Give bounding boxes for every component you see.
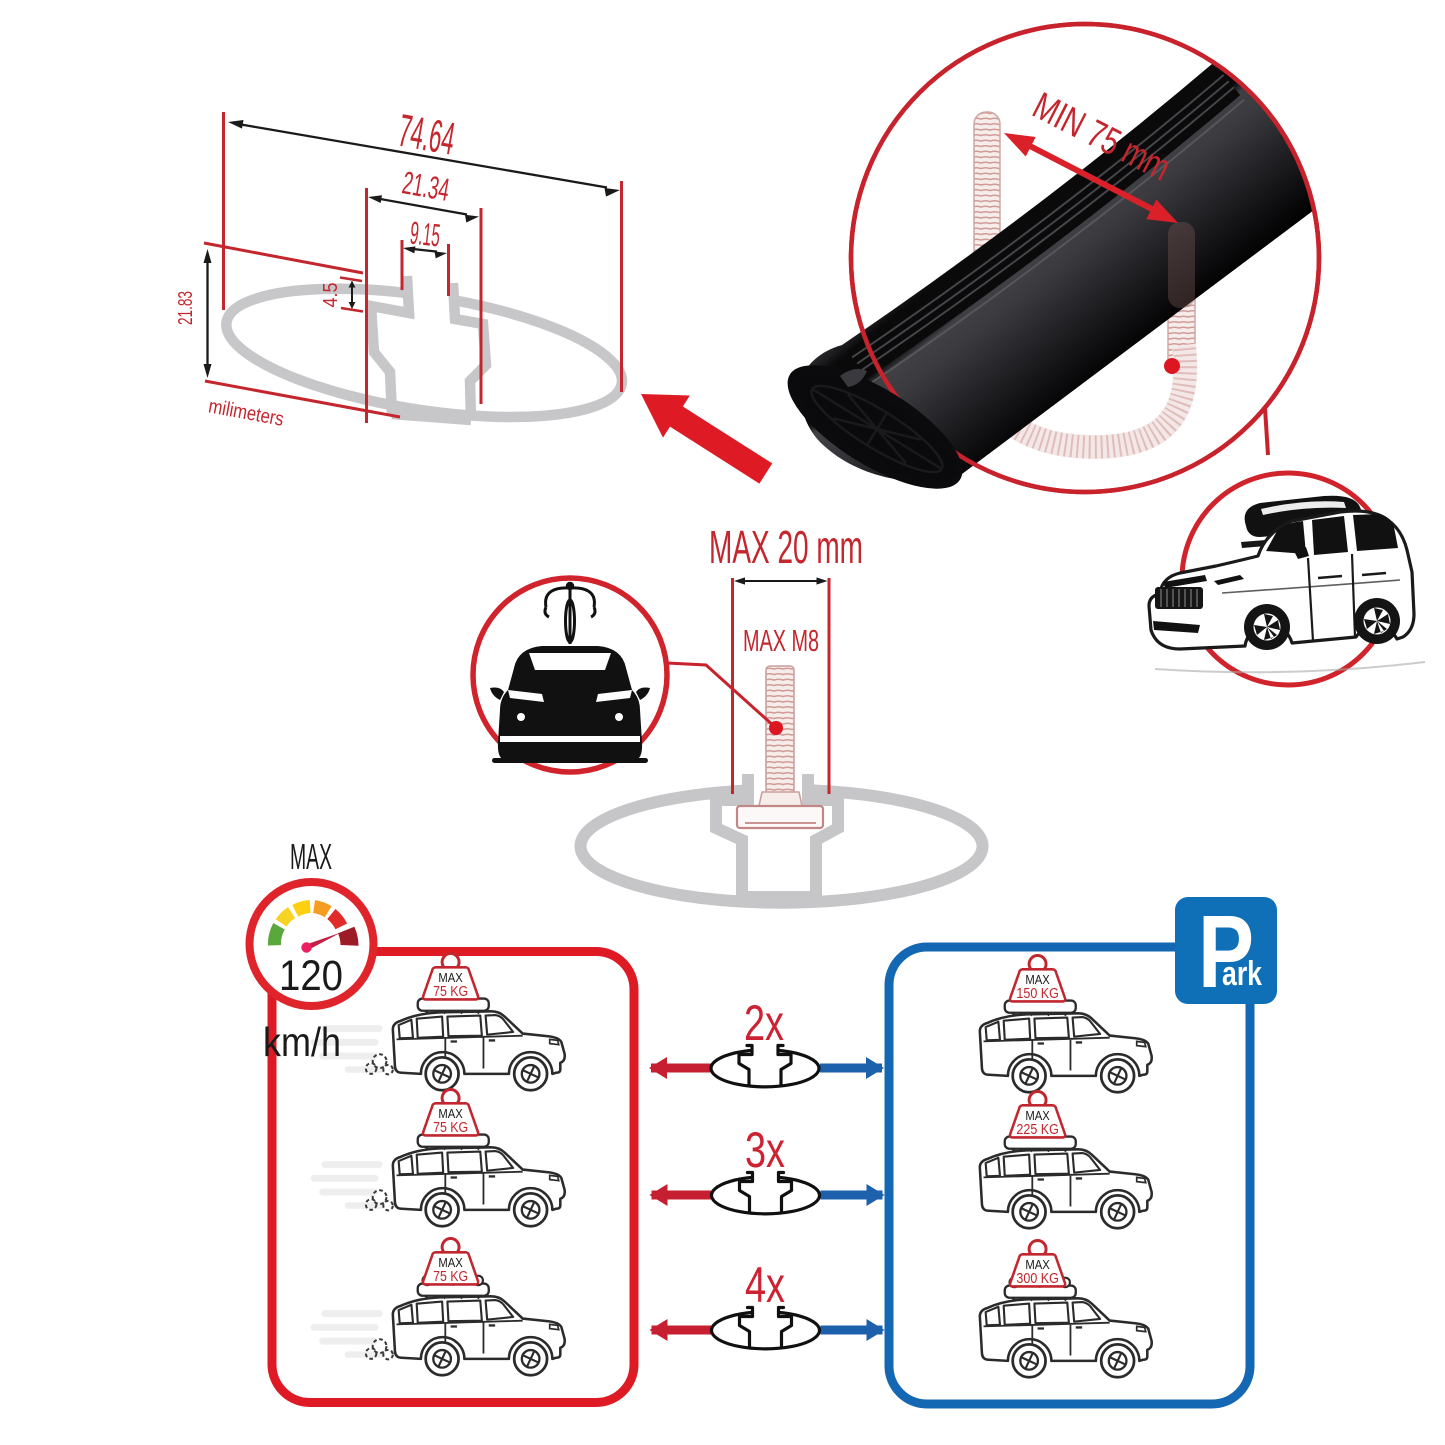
svg-text:MAX: MAX	[1025, 972, 1050, 987]
svg-text:MAX: MAX	[1025, 1108, 1050, 1123]
svg-text:21.34: 21.34	[400, 164, 453, 208]
svg-text:225 KG: 225 KG	[1016, 1122, 1058, 1138]
svg-text:MAX: MAX	[438, 1106, 463, 1121]
svg-text:4x: 4x	[745, 1257, 785, 1313]
svg-text:P: P	[1198, 894, 1254, 1009]
svg-text:MAX: MAX	[1025, 1257, 1050, 1272]
svg-text:MAX: MAX	[290, 836, 332, 877]
svg-text:3x: 3x	[745, 1122, 785, 1178]
svg-text:MAX: MAX	[438, 970, 463, 985]
svg-text:150 KG: 150 KG	[1016, 986, 1058, 1002]
svg-text:75 KG: 75 KG	[433, 984, 468, 1000]
svg-text:MAX M8: MAX M8	[743, 623, 819, 658]
svg-text:9.15: 9.15	[408, 215, 442, 254]
svg-text:74.64: 74.64	[395, 104, 459, 165]
svg-text:ark: ark	[1222, 955, 1262, 993]
svg-text:MAX 20 mm: MAX 20 mm	[709, 521, 863, 573]
svg-text:4.5: 4.5	[320, 283, 342, 308]
svg-text:120: 120	[279, 952, 343, 1000]
svg-text:km/h: km/h	[263, 1019, 341, 1065]
svg-text:75 KG: 75 KG	[433, 1120, 468, 1136]
svg-text:2x: 2x	[744, 995, 784, 1051]
svg-text:75 KG: 75 KG	[433, 1269, 468, 1285]
svg-text:300 KG: 300 KG	[1016, 1271, 1058, 1287]
svg-text:21.83: 21.83	[175, 291, 197, 325]
svg-text:MAX: MAX	[438, 1255, 463, 1270]
